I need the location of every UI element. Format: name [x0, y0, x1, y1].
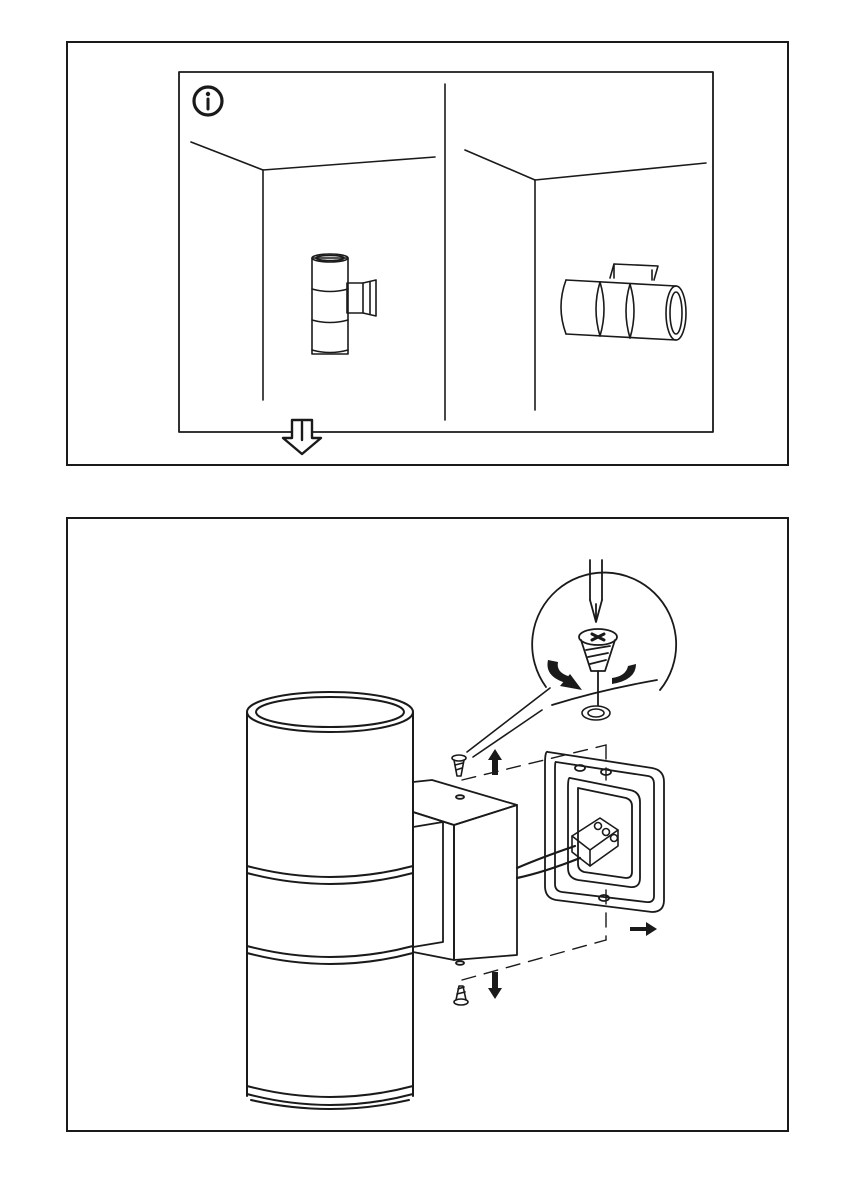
vertical-lamp: [312, 254, 376, 354]
orientation-frame: [179, 72, 713, 432]
hollow-down-arrow-icon: [283, 420, 321, 454]
info-icon: [194, 87, 222, 115]
horizontal-mount-illustration: [465, 150, 706, 410]
bracket-removal-panel: [66, 517, 789, 1132]
vertical-mount-illustration: [191, 142, 435, 400]
horizontal-lamp: [561, 264, 686, 340]
